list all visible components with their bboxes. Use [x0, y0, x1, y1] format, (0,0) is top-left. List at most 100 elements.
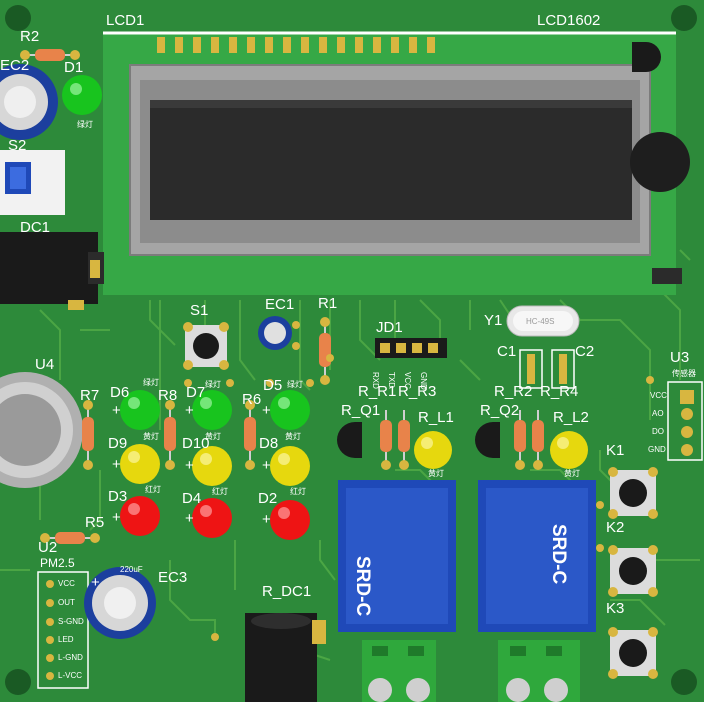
- plus-ec3: +: [91, 574, 100, 591]
- label-k2: K2: [606, 519, 625, 536]
- relay-2: [478, 480, 596, 632]
- c2-capacitor: [551, 349, 575, 389]
- label-lcd1: LCD1: [106, 12, 145, 29]
- label-r-r1: R_R1: [358, 383, 397, 400]
- label-d3-sub: 红灯: [145, 485, 161, 494]
- label-u3-pin-vcc: VCC: [650, 391, 667, 400]
- label-pm25: PM2.5: [40, 556, 75, 570]
- lcd-module: [103, 31, 690, 295]
- label-r8: R8: [158, 387, 178, 404]
- plus-d10: +: [185, 457, 194, 474]
- label-d3: D3: [108, 488, 128, 505]
- label-r6: R6: [242, 391, 262, 408]
- lcd-transistor-body: [632, 42, 661, 72]
- plus-d9: +: [112, 456, 121, 473]
- label-r-r2: R_R2: [494, 383, 533, 400]
- label-u2-pin-vcc: VCC: [58, 579, 75, 588]
- r2-resistor: [20, 49, 80, 61]
- plus-d2: +: [262, 511, 271, 528]
- label-r-dc1: R_DC1: [262, 583, 312, 600]
- label-relay-2: SRD-C: [548, 524, 569, 585]
- buzzer-body: [630, 132, 690, 192]
- dc1-power-jack: [0, 232, 104, 310]
- r-r2-resistor: [514, 410, 526, 470]
- label-ec1: EC1: [265, 296, 295, 313]
- lcd-bottom-bracket: [652, 268, 682, 284]
- d1-led: [62, 75, 102, 115]
- label-u3-pin-do: DO: [652, 427, 664, 436]
- label-u3-top: 传感器: [672, 369, 696, 378]
- r7-resistor: [82, 400, 94, 470]
- r-r4-resistor: [532, 410, 544, 470]
- terminal-block-2: [498, 640, 580, 702]
- mounting-hole: [671, 669, 697, 695]
- r-dc1-jack: [245, 613, 326, 702]
- r6-resistor: [244, 400, 256, 470]
- label-r-q2: R_Q2: [480, 402, 520, 419]
- label-d10: D10: [182, 435, 210, 452]
- u3-header: [667, 381, 703, 461]
- plus-d3: +: [112, 509, 121, 526]
- u4-sensor: [0, 372, 83, 488]
- label-d6-sub: 绿灯: [143, 378, 159, 387]
- label-d2-sub: 红灯: [290, 487, 306, 496]
- lcd-header-pins: [157, 37, 435, 53]
- label-r2: R2: [20, 28, 40, 45]
- relay-1: [338, 480, 456, 632]
- terminal-block-1: [362, 640, 436, 702]
- label-r5: R5: [85, 514, 105, 531]
- label-r-r3: R_R3: [398, 383, 437, 400]
- jd1-header: [375, 338, 447, 358]
- label-c1: C1: [497, 343, 517, 360]
- label-ec3-val: 220uF: [120, 565, 143, 574]
- c1-capacitor: [519, 349, 543, 389]
- plus-d5: +: [262, 402, 271, 419]
- label-c2: C2: [575, 343, 595, 360]
- label-d8: D8: [259, 435, 279, 452]
- label-r-l1-sub: 黄灯: [428, 469, 444, 478]
- label-d7: D7: [186, 384, 206, 401]
- label-u2-pin-out: OUT: [58, 598, 75, 607]
- label-d8-sub: 黄灯: [285, 432, 301, 441]
- plus-d8: +: [262, 457, 271, 474]
- label-u2-pin-led: LED: [58, 635, 74, 644]
- label-ec3: EC3: [158, 569, 188, 586]
- label-relay-1: SRD-C: [352, 556, 373, 617]
- mounting-hole: [671, 5, 697, 31]
- label-dc1: DC1: [20, 219, 51, 236]
- label-s2: S2: [8, 137, 27, 154]
- label-d7-sub: 绿灯: [205, 380, 221, 389]
- label-s1: S1: [190, 302, 209, 319]
- r-r1-resistor: [380, 410, 392, 470]
- r-q1-transistor: [337, 422, 362, 458]
- label-r-l2: R_L2: [553, 409, 589, 426]
- s2-switch: [0, 150, 65, 215]
- label-d1: D1: [64, 59, 84, 76]
- label-d5: D5: [263, 377, 283, 394]
- label-r-l2-sub: 黄灯: [564, 469, 580, 478]
- ec2-capacitor: [0, 64, 58, 140]
- r8-resistor: [164, 400, 176, 470]
- plus-d4: +: [185, 510, 194, 527]
- label-r-l1: R_L1: [418, 409, 454, 426]
- label-d4-sub: 红灯: [212, 487, 228, 496]
- r-r3-resistor: [398, 410, 410, 470]
- d2-led: [270, 500, 310, 540]
- label-u3-pin-ao: AO: [652, 409, 664, 418]
- d8-led: [270, 446, 310, 486]
- ec1-capacitor: [258, 316, 300, 350]
- d6-led: [120, 390, 160, 430]
- d7-led: [192, 390, 232, 430]
- d3-led: [120, 496, 160, 536]
- label-u2-pin-s-gnd: S-GND: [58, 617, 84, 626]
- label-d1-sub: 绿灯: [77, 120, 93, 129]
- r-q2-transistor: [475, 422, 500, 458]
- label-r7: R7: [80, 387, 100, 404]
- plus-d7: +: [185, 402, 194, 419]
- label-u4: U4: [35, 356, 55, 373]
- label-d9: D9: [108, 435, 128, 452]
- label-u2-pin-l-gnd: L-GND: [58, 653, 83, 662]
- label-d4: D4: [182, 490, 202, 507]
- label-jd1: JD1: [376, 319, 403, 336]
- label-u3: U3: [670, 349, 690, 366]
